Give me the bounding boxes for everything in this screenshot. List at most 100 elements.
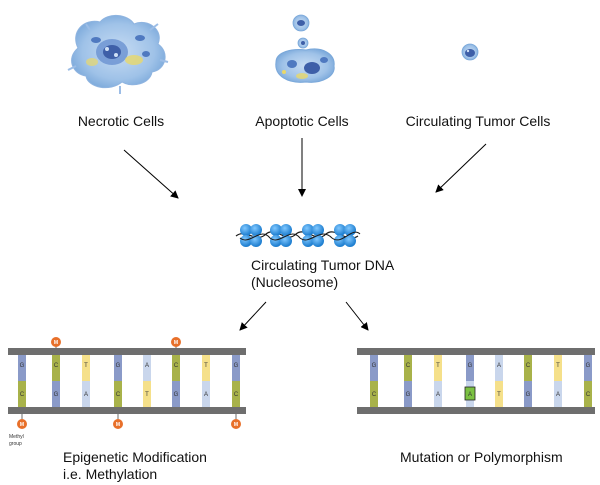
- right-top-base-letter-0: G: [372, 363, 377, 369]
- right-bottom-base-letter-0: C: [372, 392, 377, 398]
- left-bottom-backbone: [8, 407, 246, 414]
- left-bottom-base-letter-0: C: [20, 392, 25, 398]
- left-top-base-7: [232, 355, 240, 381]
- right-mutation-highlight: [464, 386, 476, 401]
- circulating-tumor-cell-icon: [461, 43, 479, 61]
- methyl-group-caption-line1: Methyl: [9, 434, 24, 440]
- right-top-base-2: [434, 355, 442, 381]
- left-top-backbone: [8, 348, 246, 355]
- right-bottom-base-letter-5: G: [526, 392, 531, 398]
- methyl-marker-2: [17, 419, 27, 429]
- methyl-group-caption-line2: group: [9, 441, 22, 447]
- necrotic-cells-label: Necrotic Cells: [77, 113, 165, 129]
- left-bottom-base-2: [82, 381, 90, 407]
- right-bottom-base-7: [584, 381, 592, 407]
- arrow-necrotic-to-ctdna: [123, 149, 179, 199]
- left-bottom-base-0: [18, 381, 26, 407]
- left-top-base-letter-4: A: [145, 363, 149, 369]
- right-top-base-letter-4: A: [497, 363, 501, 369]
- methyl-marker-3: [113, 419, 123, 429]
- left-bottom-base-3: [114, 381, 122, 407]
- mutation-dna-strand: G C C G T A G A A T C G T A G C: [357, 348, 595, 414]
- right-bottom-base-letter-1: G: [406, 392, 411, 398]
- left-bottom-base-letter-3: C: [116, 392, 121, 398]
- epigenetic-modification-label: Epigenetic Modification i.e. Methylation: [63, 449, 207, 483]
- ctdna-label-line2: (Nucleosome): [251, 274, 339, 290]
- left-top-base-letter-2: T: [84, 363, 88, 369]
- right-bottom-base-letter-4: T: [497, 392, 501, 398]
- left-top-base-1: [52, 355, 60, 381]
- left-top-base-2: [82, 355, 90, 381]
- ctdna-label: Circulating Tumor DNA (Nucleosome): [251, 257, 394, 291]
- methyl-marker-4: [231, 419, 241, 429]
- methylation-dna-strand: G C C G T A G C A T C G T A G C M M M M M: [8, 337, 246, 429]
- left-top-base-4: [143, 355, 151, 381]
- methyl-marker-letter-3: M: [116, 422, 120, 428]
- right-bottom-base-4: [495, 381, 503, 407]
- right-top-base-5: [524, 355, 532, 381]
- mutation-polymorphism-label: Mutation or Polymorphism: [400, 449, 563, 465]
- methyl-marker-letter-2: M: [20, 422, 24, 428]
- right-bottom-base-0: [370, 381, 378, 407]
- right-top-base-1: [404, 355, 412, 381]
- left-bottom-base-letter-4: T: [145, 392, 149, 398]
- nucleosome-icon: [235, 224, 361, 247]
- left-top-base-letter-1: C: [54, 363, 59, 369]
- ctdna-label-line1: Circulating Tumor DNA: [251, 257, 395, 273]
- left-bottom-base-letter-1: G: [54, 392, 59, 398]
- left-top-base-letter-6: T: [204, 363, 208, 369]
- methyl-marker-0: [51, 337, 61, 347]
- necrotic-cell-icon: [67, 15, 169, 94]
- right-top-base-letter-2: T: [436, 363, 440, 369]
- left-bottom-base-letter-5: G: [174, 392, 179, 398]
- right-top-base-0: [370, 355, 378, 381]
- right-top-base-4: [495, 355, 503, 381]
- right-top-base-letter-6: T: [556, 363, 560, 369]
- left-bottom-base-letter-2: A: [84, 392, 88, 398]
- right-bottom-base-letter-6: A: [556, 392, 560, 398]
- left-top-base-6: [202, 355, 210, 381]
- right-bottom-base-1: [404, 381, 412, 407]
- left-bottom-base-letter-7: C: [234, 392, 239, 398]
- left-top-base-5: [172, 355, 180, 381]
- right-bottom-base-6: [554, 381, 562, 407]
- left-bottom-base-4: [143, 381, 151, 407]
- left-bottom-base-7: [232, 381, 240, 407]
- arrow-ctdna-to-mutation: [345, 301, 369, 331]
- methyl-marker-letter-1: M: [174, 340, 178, 346]
- right-bottom-base-letter-7: C: [586, 392, 591, 398]
- arrow-ctc-to-ctdna: [435, 143, 487, 193]
- right-bottom-base-letter-3: A: [468, 392, 472, 398]
- apoptotic-cells-label: Apoptotic Cells: [255, 113, 349, 129]
- left-top-base-letter-7: G: [234, 363, 239, 369]
- right-top-base-6: [554, 355, 562, 381]
- left-top-base-letter-3: G: [116, 363, 121, 369]
- right-bottom-backbone: [357, 407, 595, 414]
- left-top-base-letter-0: G: [20, 363, 25, 369]
- right-bottom-base-2: [434, 381, 442, 407]
- left-bottom-base-6: [202, 381, 210, 407]
- right-top-base-letter-5: C: [526, 363, 531, 369]
- methyl-marker-letter-0: M: [54, 340, 58, 346]
- methyl-marker-letter-4: M: [234, 422, 238, 428]
- right-top-base-7: [584, 355, 592, 381]
- right-top-backbone: [357, 348, 595, 355]
- apoptotic-cell-icon: [275, 14, 335, 83]
- right-top-base-3: [466, 355, 474, 381]
- arrow-ctdna-to-methylation: [239, 301, 267, 331]
- right-top-base-letter-3: G: [468, 363, 473, 369]
- right-top-base-letter-7: G: [586, 363, 591, 369]
- epigenetic-label-line1: Epigenetic Modification: [63, 449, 207, 465]
- epigenetic-label-line2: i.e. Methylation: [63, 466, 158, 482]
- left-top-base-letter-5: C: [174, 363, 179, 369]
- circulating-tumor-cells-label: Circulating Tumor Cells: [405, 113, 551, 129]
- left-bottom-base-letter-6: A: [204, 392, 208, 398]
- left-top-base-3: [114, 355, 122, 381]
- right-bottom-base-letter-2: A: [436, 392, 440, 398]
- left-top-base-0: [18, 355, 26, 381]
- right-top-base-letter-1: C: [406, 363, 411, 369]
- right-bottom-base-5: [524, 381, 532, 407]
- methyl-marker-1: [171, 337, 181, 347]
